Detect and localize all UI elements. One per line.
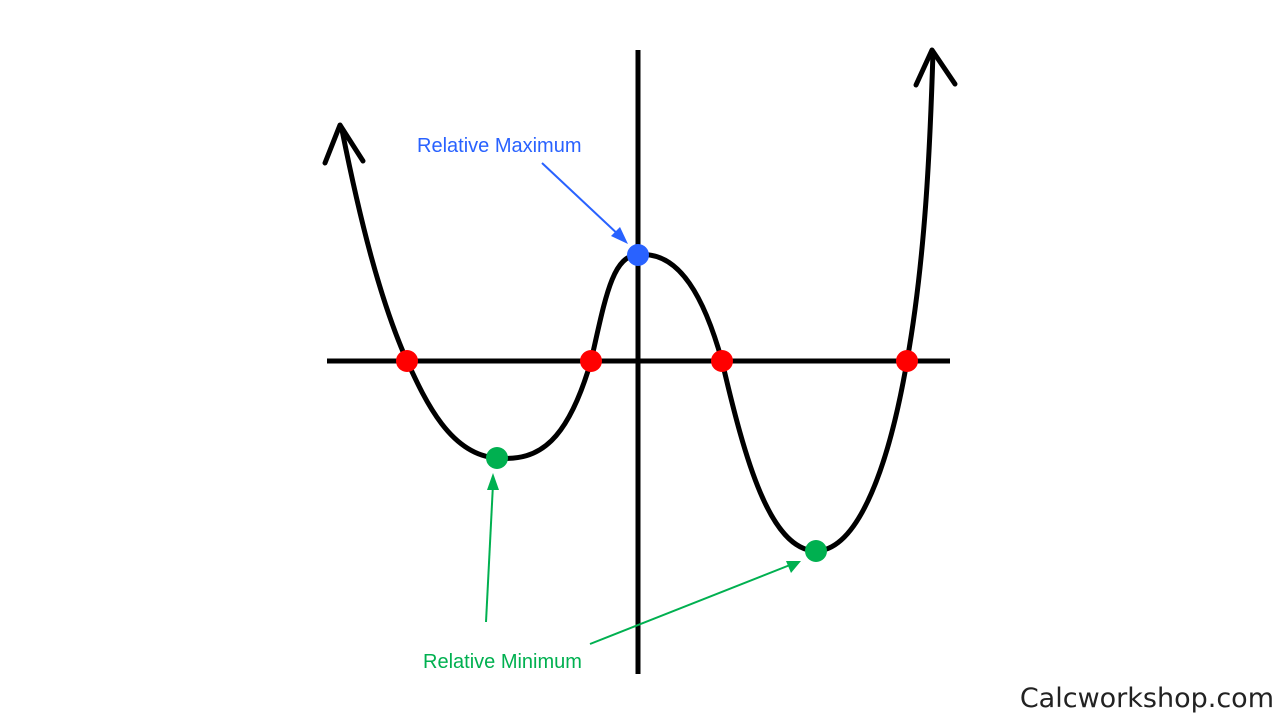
relative-maximum-point [627,244,649,266]
maximum-pointer-arrowhead-icon [611,227,628,244]
polynomial-curve [339,49,936,554]
minimum-pointer-arrowhead-icon [487,473,499,490]
zero-point [396,350,418,372]
minimum-pointer-arrowhead-icon [786,561,801,573]
watermark-text: Calcworkshop.com [1019,683,1274,714]
relative-minimum-point [805,540,827,562]
relative-minimum-label: Relative Minimum [423,651,582,673]
relative-maximum-label: Relative Maximum [417,135,581,157]
right-arrowhead-icon [913,47,958,88]
zero-point [896,350,918,372]
zero-point [580,350,602,372]
maximum-pointer-line [541,162,623,239]
minimum-pointer-line-right [589,564,791,645]
zero-point [711,350,733,372]
left-arrowhead-icon [322,122,366,166]
minimum-pointer-line-left [485,483,494,623]
relative-minimum-point [486,447,508,469]
